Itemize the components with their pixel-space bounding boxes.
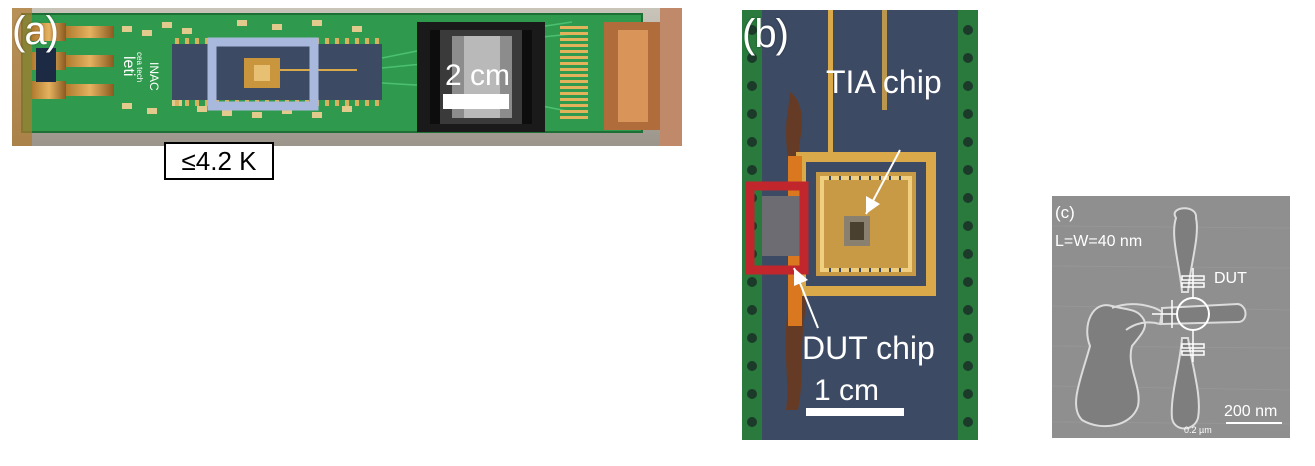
dut-chip-label: DUT chip — [802, 330, 935, 366]
scale-bar-a — [443, 94, 509, 109]
dimensions-label: L=W=40 nm — [1055, 233, 1143, 250]
chip-photo — [742, 10, 978, 440]
temperature-label: ≤4.2 K — [164, 142, 274, 180]
dut-label-c: DUT — [1214, 270, 1247, 287]
panel-c-label: (c) — [1055, 203, 1075, 222]
panel-b-label: (b) — [742, 12, 789, 56]
scale-label-a: 2 cm — [445, 59, 511, 92]
scale-label-b: 1 cm — [814, 374, 880, 407]
scale-bar-b — [806, 408, 904, 416]
svg-text:INAC: INAC — [147, 62, 161, 91]
scale-label-c: 200 nm — [1224, 403, 1278, 420]
svg-text:cea tech: cea tech — [135, 52, 144, 82]
panel-c-sem: (c) L=W=40 nm DUT 200 nm 0.2 µm — [1052, 196, 1290, 438]
small-scale-label: 0.2 µm — [1184, 425, 1212, 435]
panel-a-photo: leti INAC cea tech (a) 2 cm — [12, 8, 682, 146]
dut-highlight-box — [745, 181, 809, 275]
pcb-photo: leti INAC cea tech — [12, 8, 682, 146]
tia-chip-label: TIA chip — [826, 64, 942, 100]
panel-a-label: (a) — [12, 9, 59, 53]
svg-text:leti: leti — [120, 56, 137, 76]
panel-b-photo: (b) TIA chip DUT chip 1 cm — [742, 10, 978, 440]
sem-image — [1052, 196, 1290, 438]
scale-bar-c — [1226, 422, 1282, 424]
